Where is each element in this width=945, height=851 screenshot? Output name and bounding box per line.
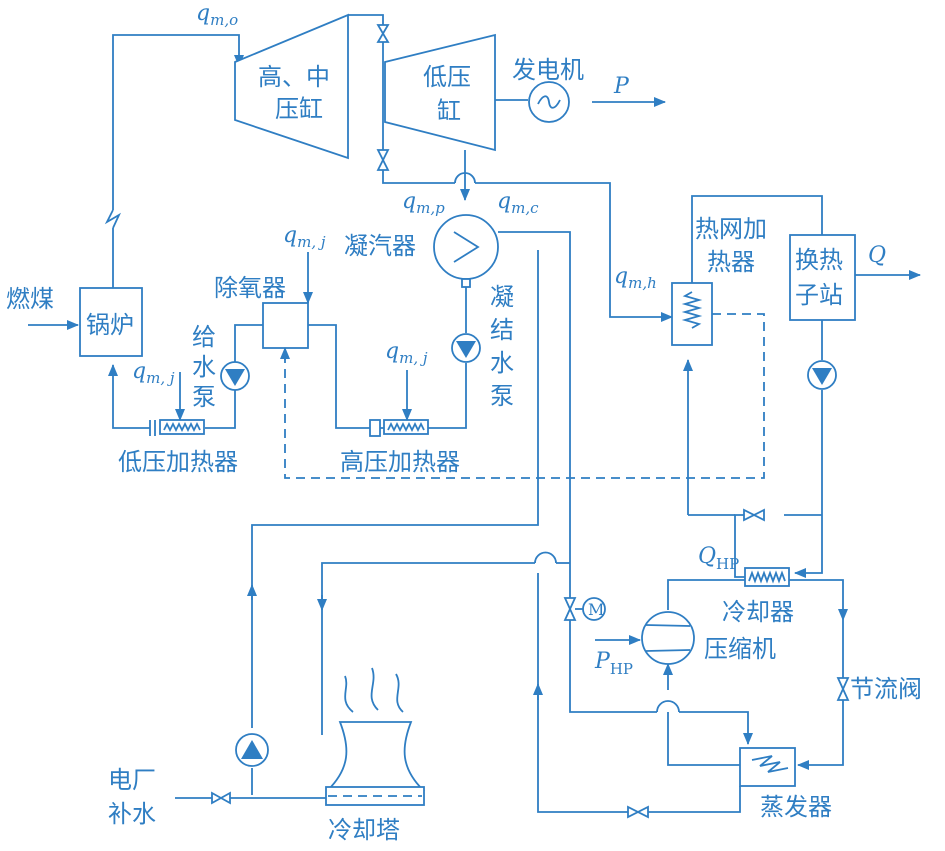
- flow-label-mj-deaerator: qm, j: [283, 223, 326, 251]
- boiler: [28, 287, 143, 357]
- hp-ip-turbine-label-2: 压缸: [275, 95, 323, 123]
- throttle-valve: [836, 677, 850, 701]
- makeup-label-2: 补水: [108, 800, 156, 828]
- lp-turbine-label-1: 低压: [423, 63, 471, 91]
- power-label: P: [613, 74, 630, 99]
- flow-label-mp: qm,p: [402, 189, 445, 217]
- cond-pump-label-2: 结: [490, 316, 514, 344]
- dashed-drain-line: [280, 313, 765, 479]
- makeup-valve: [211, 791, 231, 805]
- heat-network-pump: [807, 360, 837, 390]
- generator-label: 发电机: [512, 56, 584, 84]
- condenser-label: 凝汽器: [344, 232, 416, 260]
- compressor-label: 压缩机: [704, 635, 776, 663]
- boiler-label: 锅炉: [86, 311, 134, 339]
- heat-pump-cycle: [663, 579, 848, 770]
- hp-heater: [369, 370, 429, 437]
- crossover-pipe: [348, 14, 673, 322]
- cooler: [744, 567, 790, 587]
- flow-label-mo: qm,o: [196, 1, 238, 29]
- crossover-valve-bottom: [376, 149, 390, 171]
- cooling-water-lines: [175, 231, 753, 813]
- heat-network-heater: [671, 282, 713, 346]
- cooling-pump: [235, 733, 269, 767]
- bottom-return-valve: [627, 805, 649, 819]
- substation-label-2: 子站: [795, 281, 843, 309]
- flow-label-mc: qm,c: [497, 189, 539, 217]
- feedwater-line: [108, 324, 263, 429]
- flow-label-mj-hp: qm, j: [385, 339, 428, 367]
- hp-heater-label: 高压加热器: [340, 448, 460, 476]
- cooler-label: 冷却器: [722, 598, 794, 626]
- condensate-pump: [451, 333, 481, 363]
- feed-pump-label-1: 给: [192, 323, 216, 351]
- feed-pump: [220, 361, 250, 391]
- feed-pump-label-2: 水: [192, 353, 216, 381]
- deaerator-label: 除氧器: [214, 274, 286, 302]
- substation-label-1: 换热: [795, 246, 843, 274]
- condensate-line: [308, 287, 467, 429]
- generator: [495, 81, 666, 123]
- cooling-tower: [325, 667, 426, 806]
- heat-net-heater-label-1: 热网加: [695, 215, 767, 243]
- flow-label-mh: qm,h: [614, 264, 657, 292]
- heat-net-heater-label-2: 热器: [707, 248, 755, 276]
- feed-pump-label-3: 泵: [192, 383, 216, 411]
- heat-net-valve: [743, 508, 765, 522]
- main-steam-line: [104, 34, 244, 288]
- condenser: [433, 214, 499, 288]
- heat-q-label: Q: [868, 243, 886, 268]
- flow-label-mj-lp: qm, j: [132, 359, 175, 387]
- cooling-valve-motor: [563, 597, 606, 621]
- coal-label: 燃煤: [6, 285, 54, 313]
- cond-pump-label-4: 泵: [490, 382, 514, 410]
- makeup-label-1: 电厂: [108, 766, 156, 794]
- crossover-valve-top: [376, 24, 390, 43]
- hp-ip-turbine-label-1: 高、中: [258, 63, 330, 91]
- q-hp-label: QHP: [698, 544, 739, 573]
- lp-turbine-label-2: 缸: [437, 97, 461, 125]
- lp-heater: [149, 372, 205, 436]
- cond-pump-label-3: 水: [490, 349, 514, 377]
- evaporator: [739, 747, 796, 787]
- cond-pump-label-1: 凝: [490, 283, 514, 311]
- lp-heater-label: 低压加热器: [118, 448, 238, 476]
- evaporator-label: 蒸发器: [760, 793, 832, 821]
- p-hp-label: PHP: [594, 649, 633, 678]
- motor-label: M: [588, 600, 604, 619]
- substation: [789, 234, 921, 321]
- throttle-label: 节流阀: [850, 675, 922, 703]
- cooling-tower-label: 冷却塔: [328, 816, 400, 844]
- compressor: [595, 611, 695, 665]
- lp-turbine: [384, 33, 496, 152]
- hp-ip-turbine: [234, 13, 349, 160]
